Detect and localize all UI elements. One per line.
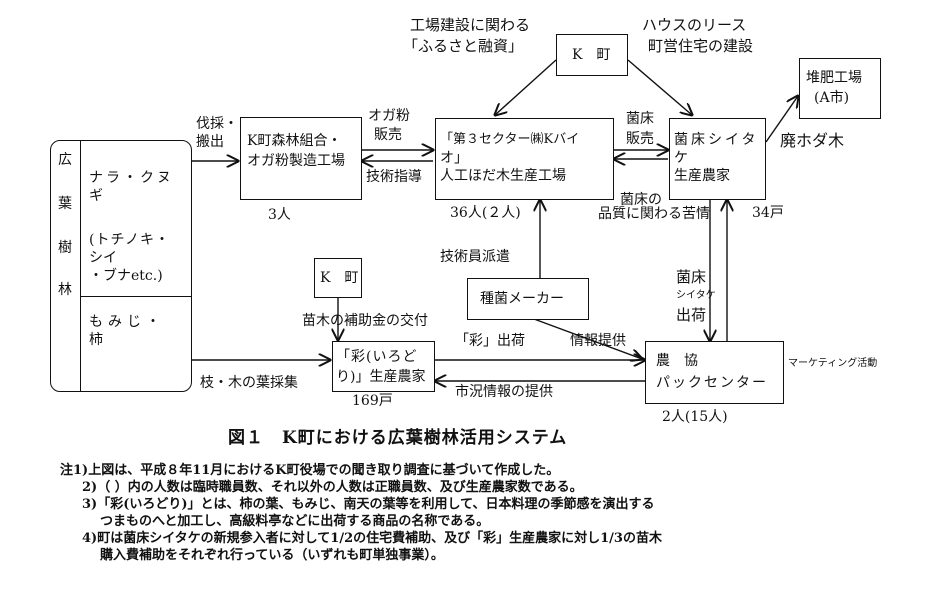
figure-caption: 図１ K町における広葉樹林活用システム — [228, 428, 568, 448]
k-town-label: K 町 — [572, 47, 611, 63]
irodori-farmers-label: 「彩(いろど — [336, 349, 418, 365]
forest-species-line: シイ — [89, 250, 117, 266]
edge-label-leaf-collection: 枝・木の葉採集 — [200, 375, 298, 391]
arrow-spent-logs — [765, 96, 798, 143]
ja-pack-center-label: パックセンター — [656, 375, 768, 391]
third-sector-staff: 36人(２人) — [450, 205, 521, 221]
arrow-info-provision — [533, 318, 642, 359]
shiitake-farmers-label: 生産農家 — [674, 168, 730, 184]
forest-lower-line: 柿 — [89, 332, 103, 348]
irodori-farmers-node: 「彩(いろど り)」生産農家 — [332, 341, 435, 392]
forest-title-char: 広 — [58, 152, 72, 168]
shiitake-farmers-label: ケ — [674, 150, 688, 166]
edge-label-sawdust-sales: 販売 — [374, 127, 402, 143]
note-line: 購入費補助をそれぞれ行っている（いずれも町単独事業）。 — [100, 548, 444, 563]
note-line: 4)町は菌床シイタケの新規参入者に対して1/2の住宅費補助、及び「彩」生産農家に… — [82, 531, 662, 546]
figure-notes: 注1)上図は、平成８年11月におけるK町役場での聞き取り調査に基づいて作成した。… — [60, 462, 662, 564]
edge-label-shiitake-shipping: 出荷 — [676, 306, 707, 324]
forest-title-column: 広 葉 樹 林 — [51, 141, 81, 391]
edge-label-logging: 伐採・ — [196, 116, 238, 132]
irodori-farmers-count: 169戸 — [352, 393, 393, 409]
compost-plant-node: 堆肥工場 (A市) — [799, 58, 881, 119]
third-sector-label: 人工ほだ木生産工場 — [440, 168, 566, 184]
k-town-node-top: K 町 — [556, 34, 628, 76]
edge-label-irodori-shipping: 「彩」出荷 — [455, 333, 525, 349]
compost-plant-label: 堆肥工場 — [806, 70, 862, 86]
edge-label-logging: 搬出 — [196, 134, 224, 150]
edge-label-shiitake-shipping: シイタケ — [676, 290, 716, 301]
edge-label-shiitake-shipping: 菌床 — [676, 268, 707, 286]
arrow-ktown-to-shiitake — [627, 59, 692, 115]
note-line: 注1)上図は、平成８年11月におけるK町役場での聞き取り調査に基づいて作成した。 — [60, 463, 560, 478]
edge-label-marketing: マーケティング活動 — [788, 358, 878, 369]
forest-species-line: ギ — [89, 188, 103, 204]
edge-label-factory-loan: 工場建設に関わる — [410, 16, 531, 34]
shiitake-farmers-node: 菌床シイタ ケ 生産農家 — [669, 118, 766, 200]
shiitake-farmers-label: 菌床シイタ — [674, 132, 759, 148]
arrow-ktown-to-third-sector — [495, 59, 557, 115]
note-line: つまものへと加工し、高級料亭などに出荷する商品の名称である。 — [100, 514, 490, 529]
forest-title-char: 樹 — [58, 240, 72, 256]
third-sector-label: 「第３セクター㈱Kバイ — [440, 132, 580, 147]
shiitake-farmers-count: 34戸 — [752, 205, 784, 221]
edge-label-substrate-sales: 販売 — [626, 131, 654, 147]
spawn-maker-node: 種菌メーカー — [467, 278, 589, 320]
forest-union-label: K町森林組合・ — [247, 133, 342, 149]
k-town-node-lower: K 町 — [314, 258, 362, 298]
forest-lower-line: もみじ・ — [89, 314, 165, 330]
edge-label-tech-guidance: 技術指導 — [366, 169, 422, 185]
forest-divider — [81, 296, 191, 297]
edge-label-house-lease: ハウスのリース — [642, 16, 747, 34]
ja-pack-center-label: 農 協 — [656, 353, 698, 369]
forest-species-line: (トチノキ・ — [89, 232, 171, 248]
forest-species-line: ・ブナetc.) — [89, 268, 163, 284]
ja-pack-center-node: 農 協 パックセンター — [645, 341, 784, 404]
forest-union-label: オガ粉製造工場 — [247, 153, 345, 169]
third-sector-label: オ」 — [440, 150, 468, 166]
edge-label-info-provision: 情報提供 — [570, 333, 626, 349]
edge-label-market-info: 市況情報の提供 — [455, 384, 553, 400]
edge-label-house-lease: 町営住宅の建設 — [648, 37, 754, 55]
broadleaf-forest-node: 広 葉 樹 林 ナラ・クヌ ギ (トチノキ・ シイ ・ブナetc.) もみじ・ … — [50, 140, 192, 392]
forest-union-staff: 3人 — [268, 207, 291, 223]
ja-pack-center-staff: 2人(15人) — [662, 409, 728, 425]
spawn-maker-label: 種菌メーカー — [480, 291, 564, 307]
irodori-farmers-label: り)」生産農家 — [336, 369, 426, 385]
forest-union-node: K町森林組合・ オガ粉製造工場 — [240, 117, 362, 200]
edge-label-complaints: 品質に関わる苦情 — [598, 206, 710, 222]
edge-label-factory-loan: 「ふるさと融資」 — [403, 37, 524, 55]
compost-plant-label: (A市) — [814, 90, 850, 106]
edge-label-substrate-sales: 菌床 — [626, 111, 654, 127]
k-town-label: K 町 — [320, 270, 359, 286]
edge-label-seedling-subsidy: 苗木の補助金の交付 — [302, 313, 428, 329]
forest-species-line: ナラ・クヌ — [89, 170, 174, 186]
edge-label-spent-logs: 廃ホダ木 — [780, 131, 845, 150]
note-line: 3)「彩(いろどり)」とは、柿の葉、もみじ、南天の葉等を利用して、日本料理の季節… — [82, 497, 655, 512]
third-sector-node: 「第３セクター㈱Kバイ オ」 人工ほだ木生産工場 — [435, 118, 614, 200]
forest-upper-section: ナラ・クヌ ギ (トチノキ・ シイ ・ブナetc.) もみじ・ 柿 — [81, 141, 191, 391]
forest-title-char: 葉 — [58, 196, 72, 212]
edge-label-complaints: 菌床の — [620, 192, 662, 208]
forest-title-char: 林 — [58, 282, 72, 298]
edge-label-engineer-dispatch: 技術員派遣 — [440, 249, 510, 265]
note-line: 2)（ ）内の人数は臨時職員数、それ以外の人数は正職員数、及び生産農家数である。 — [82, 480, 583, 495]
edge-label-sawdust-sales: オガ粉 — [368, 108, 410, 124]
